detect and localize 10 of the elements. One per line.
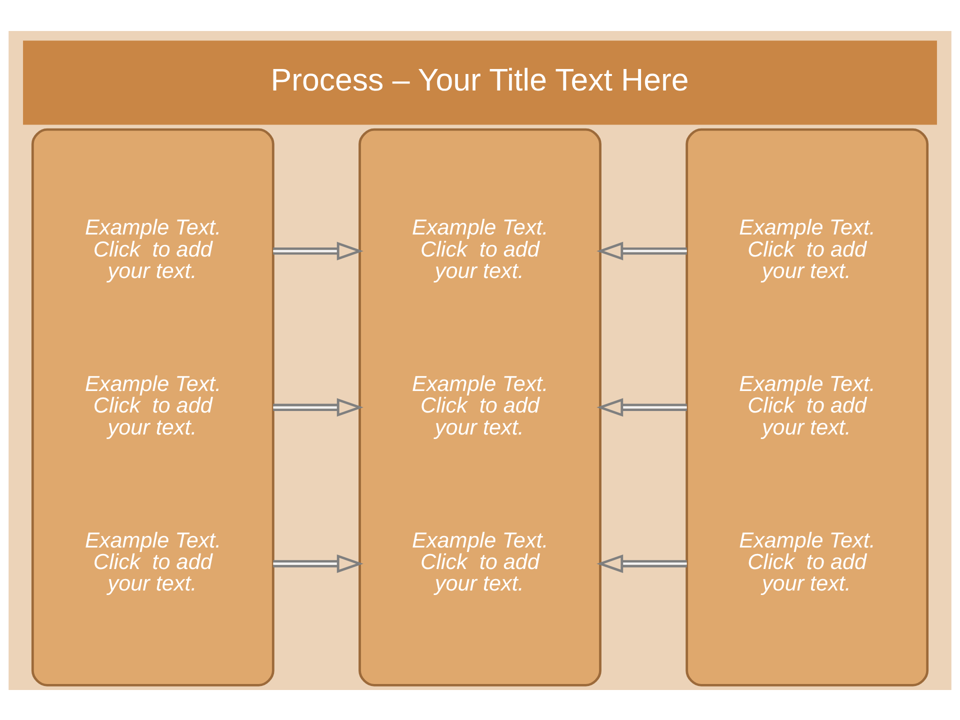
arrow (596, 554, 687, 572)
node-box: Example Text. Click to add your text. Example Text. Click to add your text. Example Text. Click to add your text. (31, 128, 274, 686)
node-box: Example Text. Click to add your text. Example Text. Click to add your text. Example Text. Click to add your text. (686, 128, 929, 686)
diagram-title: Process – Your Title Text Here (270, 62, 689, 97)
arrow (273, 398, 364, 416)
arrow (273, 241, 364, 260)
arrow (596, 398, 687, 416)
arrow (273, 554, 364, 572)
node-box: Example Text. Click to add your text. Example Text. Click to add your text. Example Text. Click to add your text. (358, 128, 602, 686)
arrow (596, 241, 687, 260)
